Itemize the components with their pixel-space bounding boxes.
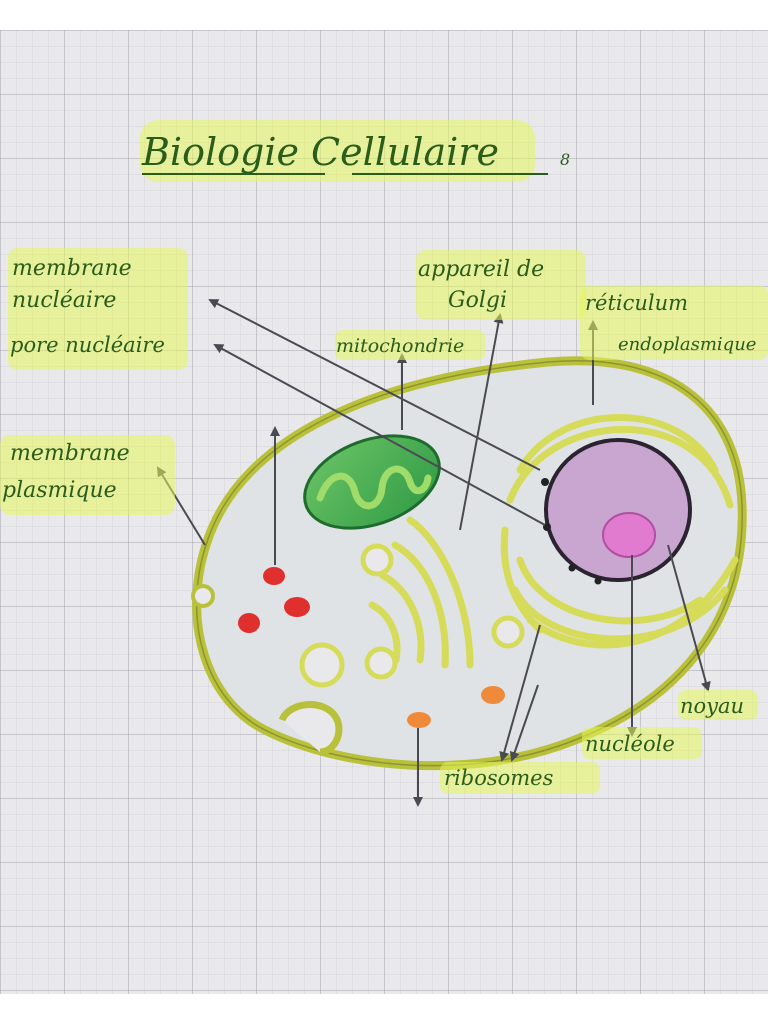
ribosomes xyxy=(238,567,505,728)
label-membrane-plasmique-1: membrane xyxy=(10,441,130,466)
title-group: Biologie Cellulaire 8 xyxy=(140,120,570,182)
arrows xyxy=(156,299,711,807)
label-reticulum-1: réticulum xyxy=(585,291,688,315)
nucleolus xyxy=(602,512,656,558)
nuclear-pore xyxy=(594,577,602,585)
label-highlight-nucleole xyxy=(582,727,702,759)
label-highlight-reticulum xyxy=(580,285,768,360)
arrow-pore-nucleaire xyxy=(213,344,546,526)
label-appareil-golgi-1: appareil de xyxy=(418,257,544,282)
label-highlight-plasma xyxy=(0,435,175,515)
nucleus xyxy=(541,438,692,585)
golgi-apparatus xyxy=(299,516,525,688)
label-reticulum-2: endoplasmique xyxy=(618,334,756,355)
arrow-noyau xyxy=(667,544,711,692)
label-membrane-plasmique-2: plasmique xyxy=(2,478,117,503)
nuclear-pore xyxy=(568,564,576,572)
label-mitochondrie: mitochondrie xyxy=(336,335,464,357)
label-nucleole: nucléole xyxy=(585,732,675,756)
label-highlight-mito xyxy=(335,330,485,360)
label-highlight-golgi xyxy=(416,250,586,320)
arrow-membrane-nucleaire xyxy=(208,299,541,471)
label-membrane-nucleaire-2: nucléaire xyxy=(12,288,116,313)
label-highlight-noyau xyxy=(678,690,758,720)
title-highlight xyxy=(140,120,535,182)
plasma-membrane-outline xyxy=(195,360,743,767)
label-pore-nucleaire: pore nucléaire xyxy=(10,333,165,357)
arrow-ribosome-3 xyxy=(509,684,539,762)
label-noyau: noyau xyxy=(680,694,744,718)
arrow-ribosome-2 xyxy=(499,624,541,762)
endocytosis-vesicle xyxy=(278,701,343,756)
label-highlight-ribosomes xyxy=(440,762,600,794)
nuclear-membrane xyxy=(544,438,692,582)
label-membrane-nucleaire-1: membrane xyxy=(12,256,132,281)
label-ribosomes: ribosomes xyxy=(444,766,554,790)
endoplasmic-reticulum xyxy=(500,414,739,649)
arrow-golgi xyxy=(459,313,504,531)
nuclear-pore xyxy=(541,478,549,486)
mitochondrion xyxy=(303,434,441,530)
page-title: Biologie Cellulaire xyxy=(141,130,499,174)
title-number: 8 xyxy=(560,150,570,169)
label-appareil-golgi-2: Golgi xyxy=(448,288,507,313)
label-highlight-left xyxy=(8,248,188,370)
vesicle-small xyxy=(191,584,215,608)
labels: membrane nucléaire pore nucléaire appare… xyxy=(0,248,768,794)
